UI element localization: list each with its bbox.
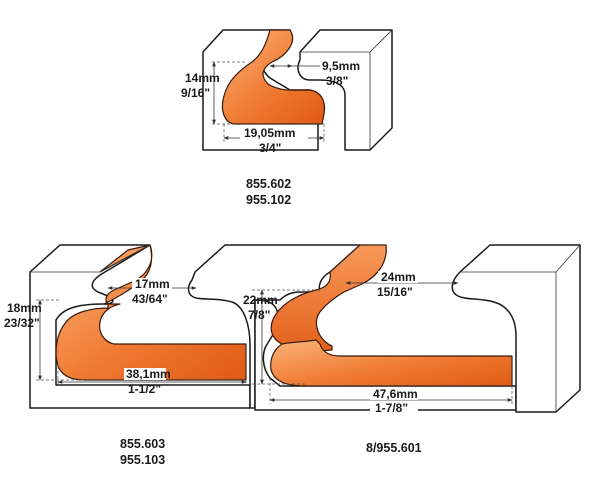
br-width-mm: 47,6mm (373, 387, 418, 401)
top-neck-mm: 9,5mm (322, 59, 360, 73)
diagram-top: 14mm 9/16" 9,5mm 3/8" 19,05mm 3/4" 855.6… (181, 29, 393, 207)
br-neck-mm: 24mm (381, 270, 416, 284)
bl-right-block (187, 244, 361, 409)
br-right-block-top-edge (460, 244, 581, 273)
top-neck-in: 3/8" (326, 74, 348, 88)
bl-neck-mm: 17mm (135, 277, 170, 291)
br-height-in: 7/8" (248, 308, 270, 322)
top-right-block (297, 29, 393, 151)
bl-neck-label-bg (132, 278, 172, 290)
diagram-bottom-left: 18mm 23/32" 17mm 43/64" 38,1mm 1-1/2" 85… (4, 244, 361, 467)
br-profile-lower (270, 339, 513, 387)
br-height-mm: 22mm (243, 293, 278, 307)
br-width-label-bg-2 (370, 401, 418, 413)
bl-neck-in: 43/64" (132, 292, 168, 306)
bl-height-mm: 18mm (7, 301, 42, 315)
br-neck-in: 15/16" (377, 285, 413, 299)
bl-width-label-bg (124, 368, 166, 380)
bl-code-2: 955.103 (120, 453, 165, 467)
bl-profile (55, 244, 247, 381)
top-code-2: 955.102 (246, 193, 291, 207)
bl-height-in: 23/32" (4, 316, 40, 330)
diagram-bottom-right: 22mm 7/8" 24mm 15/16" 47,6mm 1-7/8" 8/95… (243, 244, 581, 455)
bl-code-1: 855.603 (120, 437, 165, 451)
top-width-label-bg (240, 126, 308, 139)
top-profile (221, 29, 326, 125)
br-neck-label-bg (378, 271, 418, 283)
br-code-1: 8/955.601 (366, 441, 422, 455)
bl-width-in: 1-1/2" (128, 382, 161, 396)
bl-left-block (29, 244, 251, 409)
bl-profile-top-edge (99, 244, 151, 273)
br-profile-top-edge (329, 244, 361, 273)
bl-width-mm: 38,1mm (126, 367, 171, 381)
top-right-block-top-edge (300, 29, 393, 53)
top-code-1: 855.602 (246, 177, 291, 191)
top-width-in: 3/4" (259, 141, 281, 155)
br-width-label-bg (370, 388, 418, 400)
top-width-mm: 19,05mm (244, 126, 295, 140)
br-width-in: 1-7/8" (375, 401, 408, 415)
top-height-mm: 14mm (185, 71, 220, 85)
br-right-block (451, 244, 581, 413)
top-height-in: 9/16" (181, 86, 210, 100)
